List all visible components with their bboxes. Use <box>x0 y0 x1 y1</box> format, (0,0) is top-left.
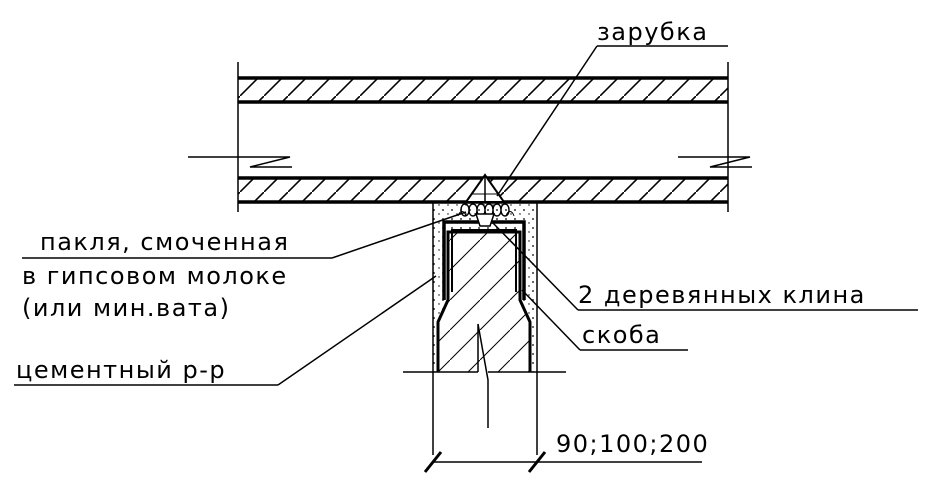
dimension-label: 90;100;200 <box>556 430 709 458</box>
notch-callout: зарубка <box>496 18 728 197</box>
wooden-wedges <box>474 213 496 227</box>
width-dimension: 90;100;200 <box>423 430 709 473</box>
tow-label-line1: пакля, смоченная <box>40 228 289 256</box>
wedges-label: 2 деревянных клина <box>578 281 866 309</box>
tow-label-line2: в гипсовом молоке <box>22 262 288 290</box>
tow-label-line3: (или мин.вата) <box>22 294 230 322</box>
wedges-callout: 2 деревянных клина <box>491 221 918 311</box>
bracket-label: скоба <box>582 321 661 349</box>
mortar-label: цементный р-р <box>16 356 226 384</box>
notch-label: зарубка <box>597 18 708 46</box>
slab-top-shell <box>238 76 728 104</box>
floor-slab <box>188 62 752 212</box>
bracket-callout: скоба <box>521 289 688 351</box>
right-break-line <box>678 156 752 168</box>
partition-wall <box>403 202 566 455</box>
wall-block <box>436 230 532 372</box>
mortar-callout: цементный р-р <box>14 275 437 386</box>
tow-callout: пакля, смоченная в гипсовом молоке (или … <box>22 211 467 322</box>
wall-break-line <box>403 323 566 428</box>
left-break-line <box>188 156 292 168</box>
